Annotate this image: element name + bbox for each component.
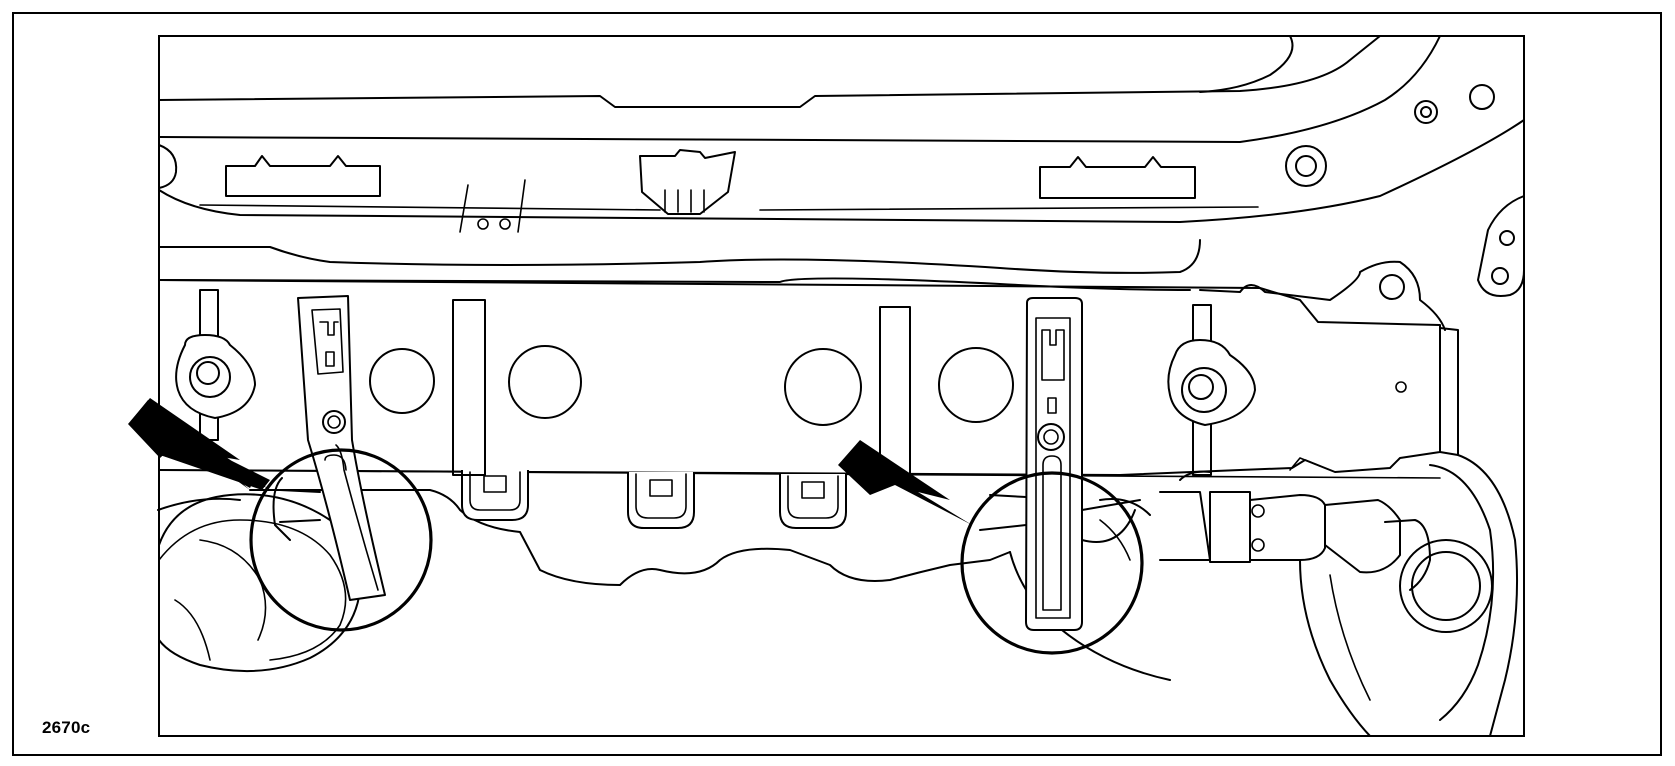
right-stud-mount [1167,304,1256,476]
callout-arrow-left [128,398,270,490]
plate-slot [452,299,486,476]
vehicle-underbody-drawing [157,35,1525,737]
callout-circle-left [249,448,433,632]
crossmember-bracket-right [1039,156,1196,199]
crossmember-mid-line-2 [759,206,1259,211]
lower-panel-top [158,239,1201,274]
upper-panel-edge [158,35,1381,108]
slot-tab [461,470,529,521]
plate-hole [784,348,862,426]
crossmember-top-line [158,35,1441,143]
crossmember-bracket-left [225,155,381,197]
plate-hole [938,347,1014,423]
plate-hole [508,345,582,419]
crossmember-left-curve [158,144,178,189]
callout-arrow-right [838,440,972,525]
connector-center [639,149,736,215]
outer-border [12,12,1662,756]
slot-tab [779,474,847,529]
left-bracket-arm [272,295,386,601]
crossmember-bottom-line [158,119,1525,223]
left-stud-mount [175,289,256,441]
crossmember-mid-line [199,204,661,211]
plate-hole [369,348,435,414]
right-pipe-assembly [1159,454,1519,737]
right-bracket-arm [979,297,1141,631]
slot-tab [627,472,695,529]
heat-shield-plate [158,279,1441,476]
body-hole [1285,145,1327,187]
right-mount-outline [1199,260,1446,331]
upper-panel-edge-inner [1199,35,1294,93]
plate-slot [879,306,911,478]
callout-circle-right [960,471,1144,655]
right-edge-bracket [1477,195,1525,297]
lower-panel-second [158,277,1191,291]
figure-reference-label: 2670c [42,718,91,737]
